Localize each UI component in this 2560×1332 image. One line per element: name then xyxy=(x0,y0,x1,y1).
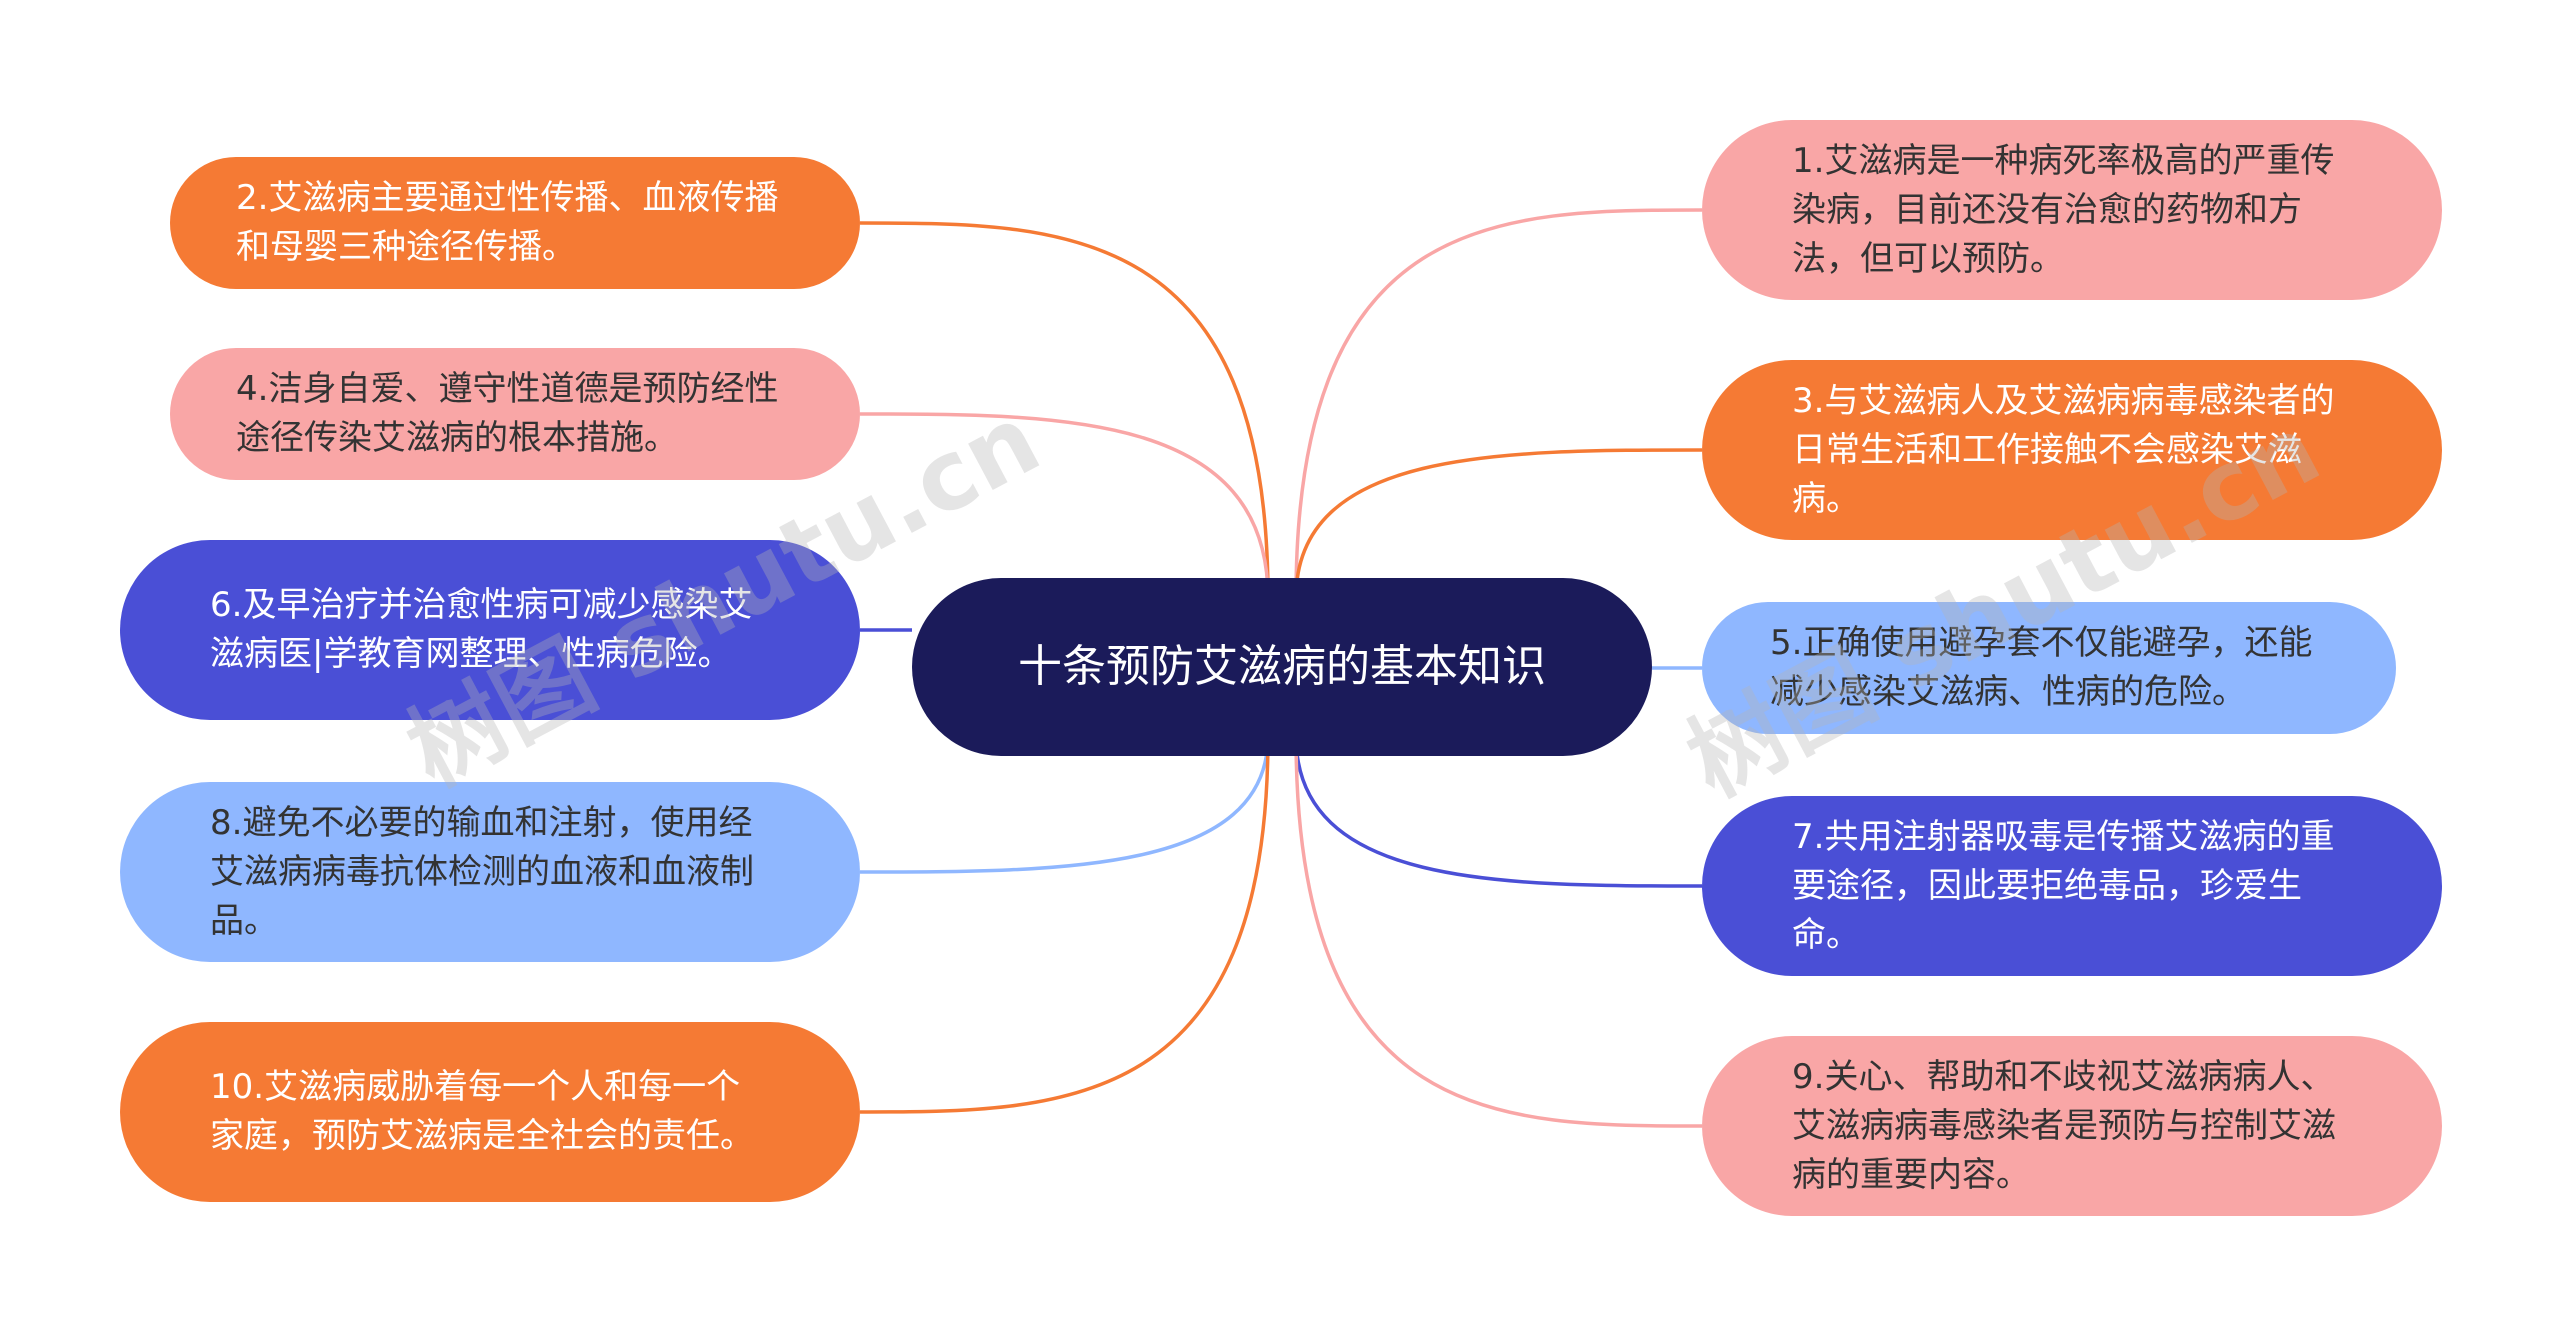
right-node-5-text: 5.正确使用避孕套不仅能避孕，还能减少感染艾滋病、性病的危险。 xyxy=(1770,623,2313,712)
left-node-10[interactable]: 10.艾滋病威胁着每一个人和每一个家庭，预防艾滋病是全社会的责任。 xyxy=(120,1022,860,1202)
connector-left-0 xyxy=(859,221,1270,599)
left-node-4[interactable]: 4.洁身自爱、遵守性道德是预防经性途径传染艾滋病的根本措施。 xyxy=(170,348,860,480)
connector-left-3 xyxy=(859,735,1270,874)
left-node-6-text: 6.及早治疗并治愈性病可减少感染艾滋病医|学教育网整理、性病危险。 xyxy=(210,585,753,674)
right-node-7-text: 7.共用注射器吸毒是传播艾滋病的重要途径，因此要拒绝毒品，珍爱生命。 xyxy=(1792,816,2335,955)
left-node-10-text: 10.艾滋病威胁着每一个人和每一个家庭，预防艾滋病是全社会的责任。 xyxy=(210,1067,754,1156)
left-node-8-text: 8.避免不必要的输血和注射，使用经艾滋病病毒抗体检测的血液和血液制品。 xyxy=(210,802,754,941)
right-node-1-text: 1.艾滋病是一种病死率极高的严重传染病，目前还没有治愈的药物和方法，但可以预防。 xyxy=(1792,140,2335,279)
central-topic-title: 十条预防艾滋病的基本知识 xyxy=(1018,641,1546,692)
left-node-8[interactable]: 8.避免不必要的输血和注射，使用经艾滋病病毒抗体检测的血液和血液制品。 xyxy=(120,782,860,962)
connector-left-4 xyxy=(859,735,1270,1114)
connector-left-1 xyxy=(859,412,1270,599)
right-node-7[interactable]: 7.共用注射器吸毒是传播艾滋病的重要途径，因此要拒绝毒品，珍爱生命。 xyxy=(1702,796,2442,976)
right-node-3[interactable]: 3.与艾滋病人及艾滋病病毒感染者的日常生活和工作接触不会感染艾滋病。 xyxy=(1702,360,2442,540)
central-topic[interactable]: 十条预防艾滋病的基本知识 xyxy=(912,578,1652,756)
connector-right-3 xyxy=(1294,735,1703,888)
left-node-6[interactable]: 6.及早治疗并治愈性病可减少感染艾滋病医|学教育网整理、性病危险。 xyxy=(120,540,860,720)
right-node-1[interactable]: 1.艾滋病是一种病死率极高的严重传染病，目前还没有治愈的药物和方法，但可以预防。 xyxy=(1702,120,2442,300)
right-node-5[interactable]: 5.正确使用避孕套不仅能避孕，还能减少感染艾滋病、性病的危险。 xyxy=(1702,602,2396,734)
right-node-9-text: 9.关心、帮助和不歧视艾滋病病人、艾滋病病毒感染者是预防与控制艾滋病的重要内容。 xyxy=(1792,1056,2336,1195)
connector-right-0 xyxy=(1294,208,1703,599)
connector-right-1 xyxy=(1294,448,1703,599)
right-node-9[interactable]: 9.关心、帮助和不歧视艾滋病病人、艾滋病病毒感染者是预防与控制艾滋病的重要内容。 xyxy=(1702,1036,2442,1216)
connector-right-4 xyxy=(1294,735,1703,1128)
left-node-2[interactable]: 2.艾滋病主要通过性传播、血液传播和母婴三种途径传播。 xyxy=(170,157,860,289)
left-node-4-text: 4.洁身自爱、遵守性道德是预防经性途径传染艾滋病的根本措施。 xyxy=(236,369,779,458)
left-node-2-text: 2.艾滋病主要通过性传播、血液传播和母婴三种途径传播。 xyxy=(236,178,779,267)
right-node-3-text: 3.与艾滋病人及艾滋病病毒感染者的日常生活和工作接触不会感染艾滋病。 xyxy=(1792,380,2335,519)
